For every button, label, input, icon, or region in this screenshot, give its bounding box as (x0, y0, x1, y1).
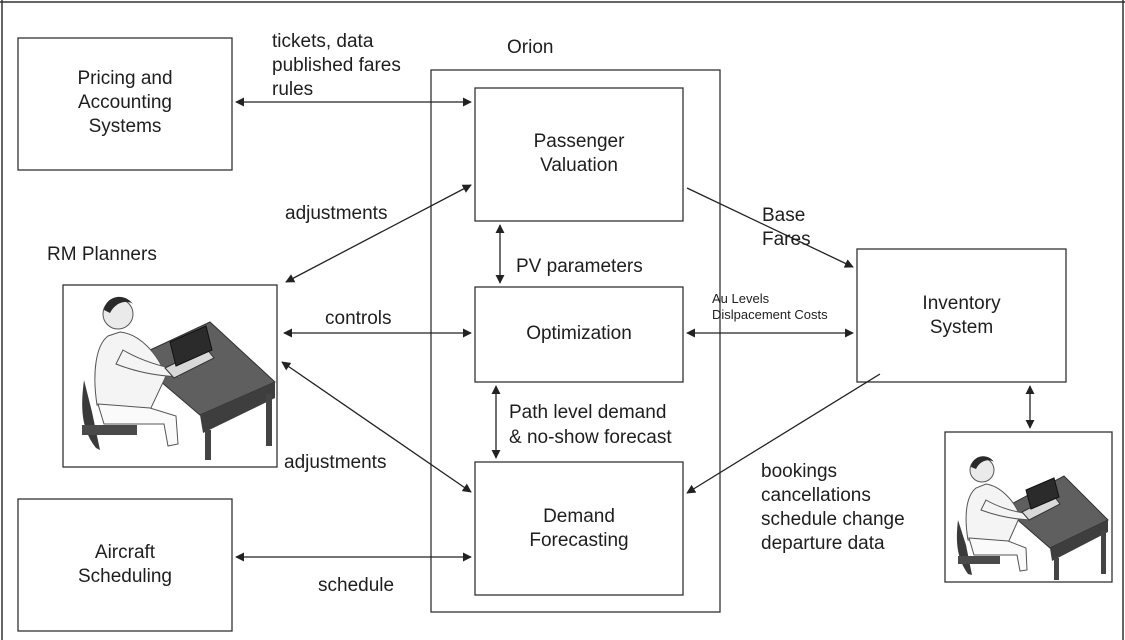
optimization-box (474, 286, 684, 383)
rm-planners-box (62, 284, 278, 468)
arrow-planners-demand (281, 361, 472, 493)
orion-container (430, 69, 721, 613)
planner-illustration-large (82, 296, 276, 460)
aircraft-box (17, 498, 233, 632)
au-levels-label: Au Levels Dislpacement Costs (712, 291, 828, 322)
bookings-label: bookings cancellations schedule change d… (761, 461, 905, 554)
orion-label: Orion (507, 37, 554, 58)
arrow-inventory-demand (686, 373, 881, 494)
aircraft-scheduling-label: Aircraft Scheduling (77, 542, 173, 587)
tickets-data-label: tickets, data published fares rules (272, 31, 401, 100)
rm-planners-label: RM Planners (47, 244, 157, 265)
arrow-planners-pv (285, 184, 472, 283)
adjustments-top-label: adjustments (285, 203, 388, 224)
arrow-pv-inventory (686, 187, 854, 268)
passenger-valuation-label: Passenger Valuation (533, 131, 625, 176)
demand-forecasting-label: Demand Forecasting (529, 506, 629, 551)
pricing-box (17, 37, 233, 171)
inventory-box (856, 248, 1067, 383)
optimization-label: Optimization (526, 323, 632, 344)
adjustments-bottom-label: adjustments (284, 452, 387, 473)
schedule-label: schedule (318, 575, 395, 596)
passenger-valuation-box (474, 87, 684, 222)
planner-illustration-small (956, 456, 1109, 580)
pricing-box-label: Pricing and Accounting Systems (77, 68, 173, 137)
pv-parameters-label: PV parameters (516, 256, 643, 277)
path-level-demand-label: Path level demand & no-show forecast (509, 402, 672, 448)
controls-label: controls (325, 308, 392, 329)
inventory-user-box (944, 431, 1113, 583)
inventory-system-label: Inventory System (922, 293, 1001, 338)
base-fares-label: Base Fares (762, 205, 811, 250)
demand-forecasting-box (474, 461, 684, 596)
